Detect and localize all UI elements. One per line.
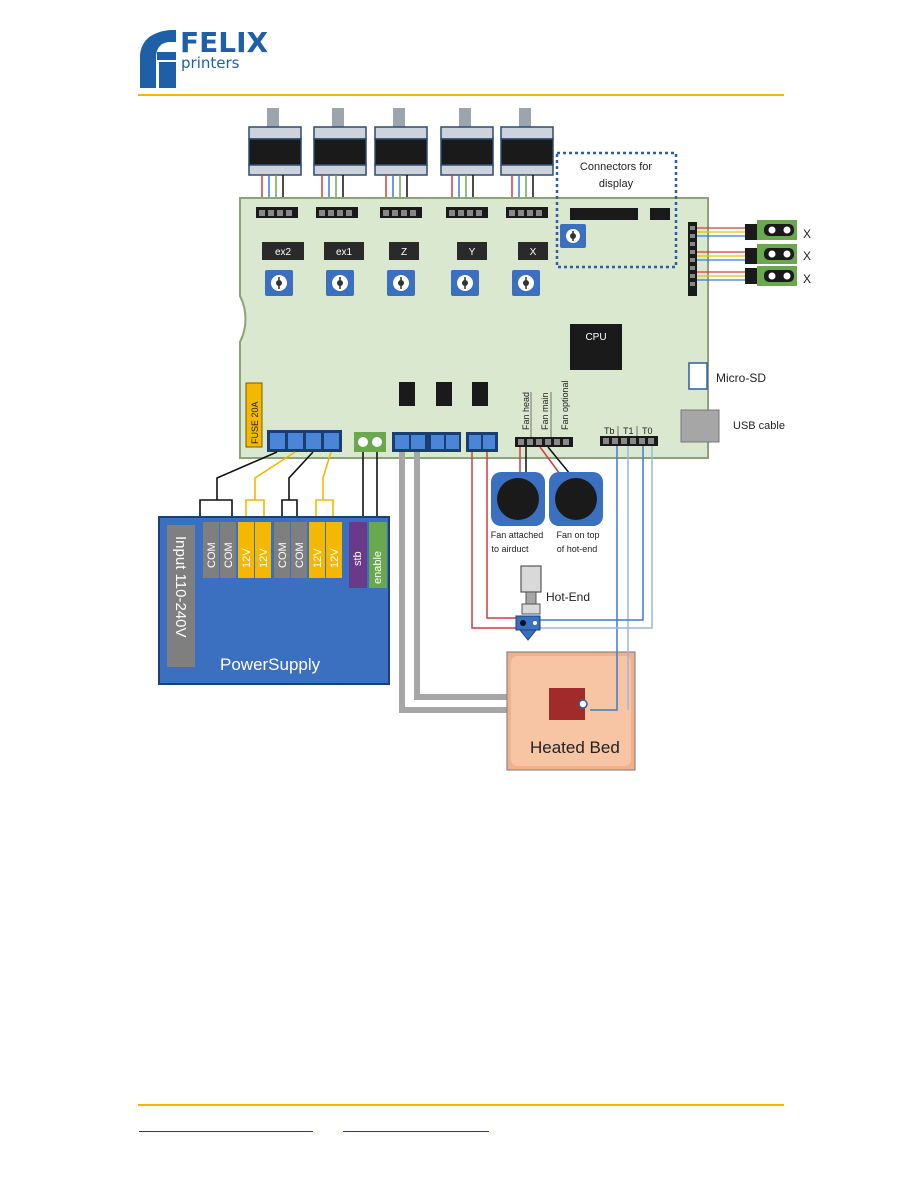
stepper-motor-ex2 — [248, 108, 302, 176]
footer-link-underline — [343, 1131, 489, 1132]
fan-wires — [519, 446, 571, 475]
motor-connector-z — [380, 207, 422, 218]
psu-terminal-label: 12V — [329, 548, 341, 568]
hotend: Hot-End — [515, 565, 590, 641]
thermistor-connectors: Tb T1 T0 — [600, 426, 658, 446]
stepper-motors — [248, 108, 554, 176]
felix-logo-icon — [140, 30, 176, 88]
heated-bed: Heated Bed — [506, 651, 636, 771]
endstop-switch — [745, 266, 797, 286]
micro-sd-label: Micro-SD — [716, 371, 766, 385]
brand-subtitle: printers — [181, 54, 240, 72]
psu-input-label: Input 110-240V — [172, 536, 189, 637]
display-connector-large — [570, 208, 638, 220]
endstop-label: X — [803, 227, 811, 241]
fan-airduct-label-line1: Fan attached — [491, 530, 544, 540]
endstop-label: X — [803, 249, 811, 263]
bed-terminal — [392, 432, 428, 452]
endstop-header — [688, 222, 697, 296]
cpu-label: CPU — [585, 332, 606, 343]
fan-airduct-label-line2: to airduct — [491, 544, 529, 554]
display-label-line1: Connectors for — [580, 161, 652, 173]
driver-label-z: Z — [401, 247, 407, 258]
psu-terminal-label: COM — [277, 542, 289, 568]
fan-airduct: Fan attached to airduct — [491, 472, 545, 554]
psu-terminals: COM COM 12V 12V COM COM 12V 12V — [203, 522, 342, 578]
psu-terminal-label: 12V — [258, 548, 270, 568]
brand-name: FELIX — [180, 26, 269, 59]
display-label-line2: display — [599, 178, 634, 190]
psu-stb-label: stb — [352, 551, 364, 566]
endstops: X X X — [745, 220, 811, 286]
micro-sd-slot: Micro-SD — [688, 362, 766, 390]
bed-power-wires — [399, 452, 550, 713]
psu-enable-label: enable — [372, 551, 384, 584]
header-rule — [138, 94, 784, 96]
endstop-wires — [697, 227, 745, 281]
fan-label-optional: Fan optional — [560, 380, 570, 430]
psu-title: PowerSupply — [220, 655, 321, 674]
fan-label-main: Fan main — [540, 392, 550, 430]
fan-hotend-label-line1: Fan on top — [556, 530, 599, 540]
controller-board — [239, 197, 709, 459]
usb-port: USB cable — [680, 409, 785, 443]
cpu-chip: CPU — [570, 324, 622, 370]
potentiometers — [265, 224, 586, 296]
thermistor-label-t0: T0 — [642, 426, 653, 436]
motor-connectors — [256, 207, 548, 218]
power-terminal — [267, 430, 342, 452]
potentiometer-icon — [387, 270, 415, 296]
thermistor-label-tb: Tb — [604, 426, 615, 436]
potentiometer-icon — [265, 270, 293, 296]
heated-bed-label: Heated Bed — [530, 738, 620, 757]
stepper-motor-z — [374, 108, 428, 176]
motor-connector-x — [506, 207, 548, 218]
stepper-motor-y — [440, 108, 494, 176]
footer-link-underline — [139, 1131, 313, 1132]
stepper-motor-ex1 — [313, 108, 367, 176]
aux-terminal — [428, 432, 461, 452]
fuse: FUSE 20A — [245, 382, 263, 448]
fan-connectors: Fan head Fan main Fan optional — [515, 380, 573, 447]
enable-terminal — [354, 432, 386, 452]
motor-connector-ex1 — [316, 207, 358, 218]
hotend-wires — [471, 446, 653, 711]
potentiometer-icon — [560, 224, 586, 248]
fan-label-head: Fan head — [521, 392, 531, 430]
hotend-terminal — [466, 432, 498, 452]
psu-terminal-label: COM — [206, 542, 218, 568]
motor-connector-y — [446, 207, 488, 218]
endstop-label: X — [803, 272, 811, 286]
psu-wires — [199, 451, 378, 522]
fan-hotend-label-line2: of hot-end — [557, 544, 598, 554]
endstop-switch — [745, 244, 797, 264]
potentiometer-icon — [512, 270, 540, 296]
driver-label-ex1: ex1 — [336, 247, 353, 258]
power-supply: Input 110-240V PowerSupply COM COM 12V 1… — [158, 516, 390, 685]
footer-rule — [138, 1104, 784, 1106]
thermistor-label-t1: T1 — [623, 426, 634, 436]
mosfets — [399, 382, 488, 406]
psu-terminal-label: 12V — [241, 548, 253, 568]
psu-terminal-label: COM — [223, 542, 235, 568]
stepper-motor-x — [500, 108, 554, 176]
usb-label: USB cable — [733, 420, 785, 432]
potentiometer-icon — [451, 270, 479, 296]
potentiometer-icon — [326, 270, 354, 296]
motor-connector-ex2 — [256, 207, 298, 218]
endstop-switch — [745, 220, 797, 240]
display-connector-small — [650, 208, 670, 220]
driver-labels: ex2 ex1 Z Y X — [262, 242, 548, 260]
fan-hotend: Fan on top of hot-end — [549, 472, 603, 554]
psu-terminal-label: 12V — [312, 548, 324, 568]
display-connectors-area: Connectors for display — [555, 151, 678, 269]
hotend-label: Hot-End — [546, 590, 590, 604]
felix-logo: FELIX printers — [140, 26, 269, 88]
driver-label-ex2: ex2 — [275, 247, 292, 258]
fuse-label: FUSE 20A — [250, 401, 260, 444]
driver-label-x: X — [530, 247, 537, 258]
psu-terminal-label: COM — [294, 542, 306, 568]
driver-label-y: Y — [469, 247, 476, 258]
